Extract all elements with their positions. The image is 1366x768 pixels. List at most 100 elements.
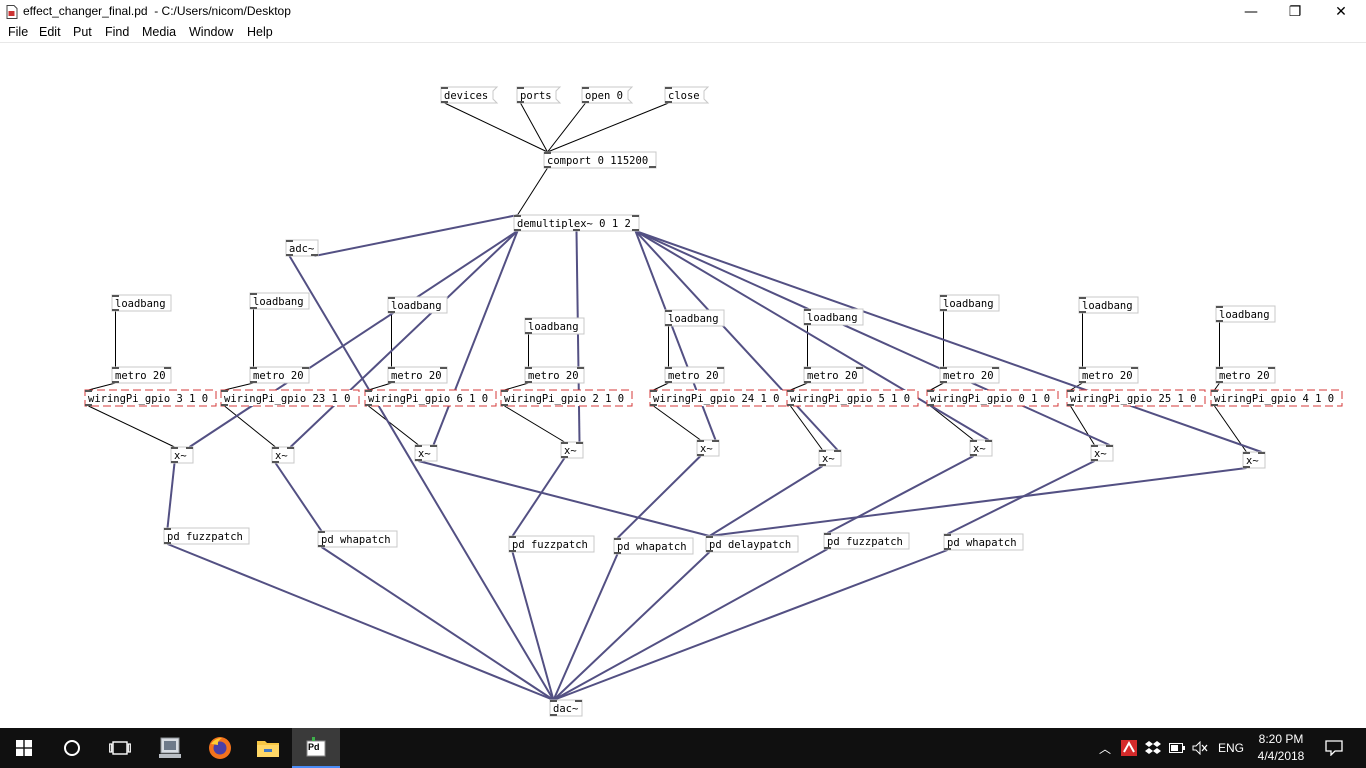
outlet bbox=[1243, 466, 1250, 468]
outlet bbox=[944, 548, 951, 550]
subpatch-fuzzpatch[interactable]: pd fuzzpatch bbox=[823, 532, 910, 550]
outlet bbox=[388, 381, 395, 383]
cortana-button[interactable] bbox=[48, 728, 96, 768]
loadbang-object[interactable]: loadbang bbox=[387, 296, 448, 314]
metro-object[interactable]: metro 20 bbox=[249, 366, 310, 384]
multiply-signal-object[interactable]: x~ bbox=[560, 441, 584, 459]
loadbang-object[interactable]: loadbang bbox=[111, 294, 172, 312]
close-button[interactable]: ✕ bbox=[1318, 0, 1364, 24]
wiringpi-gpio-object[interactable]: wiringPi_gpio 2 1 0 bbox=[500, 389, 633, 407]
wiringpi-gpio-object[interactable]: wiringPi_gpio 4 1 0 bbox=[1210, 389, 1343, 407]
inlet bbox=[576, 442, 583, 444]
volume-tray-icon[interactable] bbox=[1191, 728, 1209, 768]
wiringpi-gpio-object-label: wiringPi_gpio 3 1 0 bbox=[88, 393, 208, 405]
metro-object[interactable]: metro 20 bbox=[111, 366, 172, 384]
wiringpi-gpio-object[interactable]: wiringPi_gpio 6 1 0 bbox=[364, 389, 497, 407]
loadbang-object[interactable]: loadbang bbox=[249, 292, 310, 310]
loadbang-object[interactable]: loadbang bbox=[1215, 305, 1276, 323]
comport-object[interactable]: comport 0 115200 bbox=[543, 151, 657, 169]
file-explorer-button[interactable] bbox=[244, 728, 292, 768]
task-view-button[interactable] bbox=[96, 728, 144, 768]
outlet bbox=[1079, 381, 1086, 383]
wiringpi-gpio-object[interactable]: wiringPi_gpio 23 1 0 bbox=[220, 389, 360, 407]
metro-object[interactable]: metro 20 bbox=[939, 366, 1000, 384]
patch-canvas[interactable]: devices ports open 0 close comport 0 115200 d… bbox=[0, 43, 1366, 728]
action-center-button[interactable] bbox=[1318, 728, 1350, 768]
wiringpi-gpio-object[interactable]: wiringPi_gpio 25 1 0 bbox=[1066, 389, 1206, 407]
subpatch-delaypatch[interactable]: pd delaypatch bbox=[705, 535, 799, 553]
subpatch-whapatch[interactable]: pd whapatch bbox=[317, 530, 398, 548]
subpatch-fuzzpatch[interactable]: pd fuzzpatch bbox=[163, 527, 250, 545]
battery-tray-icon[interactable] bbox=[1168, 728, 1186, 768]
multiply-signal-object[interactable]: x~ bbox=[818, 449, 842, 467]
inlet bbox=[1258, 452, 1265, 454]
start-button[interactable] bbox=[0, 728, 48, 768]
metro-object[interactable]: metro 20 bbox=[1078, 366, 1139, 384]
message-close[interactable]: close bbox=[664, 86, 710, 104]
patch-cords bbox=[88, 102, 1262, 701]
metro-object[interactable]: metro 20 bbox=[664, 366, 725, 384]
language-indicator[interactable]: ENG bbox=[1214, 728, 1248, 768]
message-close-label: close bbox=[668, 90, 700, 102]
inlet bbox=[787, 390, 794, 392]
outlet bbox=[665, 101, 672, 103]
multiply-signal-object-label: x~ bbox=[275, 450, 288, 462]
menu-help[interactable]: Help bbox=[247, 25, 273, 39]
control-cord bbox=[547, 102, 586, 153]
wiringpi-gpio-object[interactable]: wiringPi_gpio 24 1 0 bbox=[649, 389, 789, 407]
loadbang-object[interactable]: loadbang bbox=[664, 309, 725, 327]
wiringpi-gpio-object[interactable]: wiringPi_gpio 5 1 0 bbox=[786, 389, 919, 407]
message-ports[interactable]: ports bbox=[516, 86, 562, 104]
metro-object[interactable]: metro 20 bbox=[524, 366, 585, 384]
inlet bbox=[164, 367, 171, 369]
multiply-signal-object[interactable]: x~ bbox=[271, 446, 295, 464]
metro-object-label: metro 20 bbox=[807, 370, 858, 382]
clock[interactable]: 8:20 PM 4/4/2018 bbox=[1250, 731, 1312, 765]
menu-file[interactable]: File bbox=[8, 25, 29, 39]
metro-object-label: metro 20 bbox=[668, 370, 719, 382]
show-hidden-icons-button[interactable]: ︿ bbox=[1096, 728, 1114, 768]
dac-object[interactable]: dac~ bbox=[549, 699, 583, 717]
subpatch-whapatch-shape bbox=[943, 533, 1024, 551]
inlet bbox=[164, 528, 171, 530]
menu-edit[interactable]: Edit bbox=[39, 25, 61, 39]
loadbang-object-label: loadbang bbox=[253, 296, 304, 308]
multiply-signal-object[interactable]: x~ bbox=[170, 446, 194, 464]
wiringpi-gpio-object[interactable]: wiringPi_gpio 3 1 0 bbox=[84, 389, 217, 407]
multiply-signal-object[interactable]: x~ bbox=[1090, 444, 1114, 462]
photos-app-button[interactable] bbox=[146, 728, 194, 768]
subpatch-whapatch-label: pd whapatch bbox=[617, 541, 687, 553]
multiply-signal-object[interactable]: x~ bbox=[696, 439, 720, 457]
adc-object[interactable]: adc~ bbox=[285, 239, 319, 257]
firefox-button[interactable] bbox=[196, 728, 244, 768]
subpatch-fuzzpatch[interactable]: pd fuzzpatch bbox=[508, 535, 595, 553]
demultiplex-object[interactable]: demultiplex~ 0 1 2 bbox=[513, 214, 640, 232]
menu-put[interactable]: Put bbox=[73, 25, 92, 39]
wiringpi-gpio-object[interactable]: wiringPi_gpio 0 1 0 bbox=[926, 389, 1059, 407]
metro-object[interactable]: metro 20 bbox=[387, 366, 448, 384]
wiringpi-gpio-object-shape bbox=[1066, 389, 1206, 407]
menu-media[interactable]: Media bbox=[142, 25, 177, 39]
metro-object[interactable]: metro 20 bbox=[803, 366, 864, 384]
multiply-signal-object[interactable]: x~ bbox=[1242, 451, 1266, 469]
subpatch-whapatch[interactable]: pd whapatch bbox=[613, 537, 694, 555]
menu-find[interactable]: Find bbox=[105, 25, 130, 39]
antivirus-tray-icon[interactable] bbox=[1120, 728, 1138, 768]
multiply-signal-object[interactable]: x~ bbox=[414, 444, 438, 462]
message-devices[interactable]: devices bbox=[440, 86, 499, 104]
patch-graph[interactable]: devices ports open 0 close comport 0 115200 d… bbox=[0, 43, 1366, 728]
loadbang-object[interactable]: loadbang bbox=[1078, 296, 1139, 314]
message-open-0[interactable]: open 0 bbox=[581, 86, 634, 104]
loadbang-object[interactable]: loadbang bbox=[939, 294, 1000, 312]
minimize-button[interactable]: — bbox=[1228, 0, 1274, 24]
metro-object[interactable]: metro 20 bbox=[1215, 366, 1276, 384]
restore-button[interactable]: ❐ bbox=[1272, 0, 1318, 24]
pd-taskbar-button[interactable]: Pd bbox=[292, 728, 340, 768]
loadbang-object[interactable]: loadbang bbox=[803, 308, 864, 326]
loadbang-object[interactable]: loadbang bbox=[524, 317, 585, 335]
multiply-signal-object[interactable]: x~ bbox=[969, 439, 993, 457]
menu-window[interactable]: Window bbox=[189, 25, 234, 39]
dropbox-tray-icon[interactable] bbox=[1144, 728, 1162, 768]
subpatch-whapatch[interactable]: pd whapatch bbox=[943, 533, 1024, 551]
multiply-signal-object-shape bbox=[1090, 444, 1114, 462]
